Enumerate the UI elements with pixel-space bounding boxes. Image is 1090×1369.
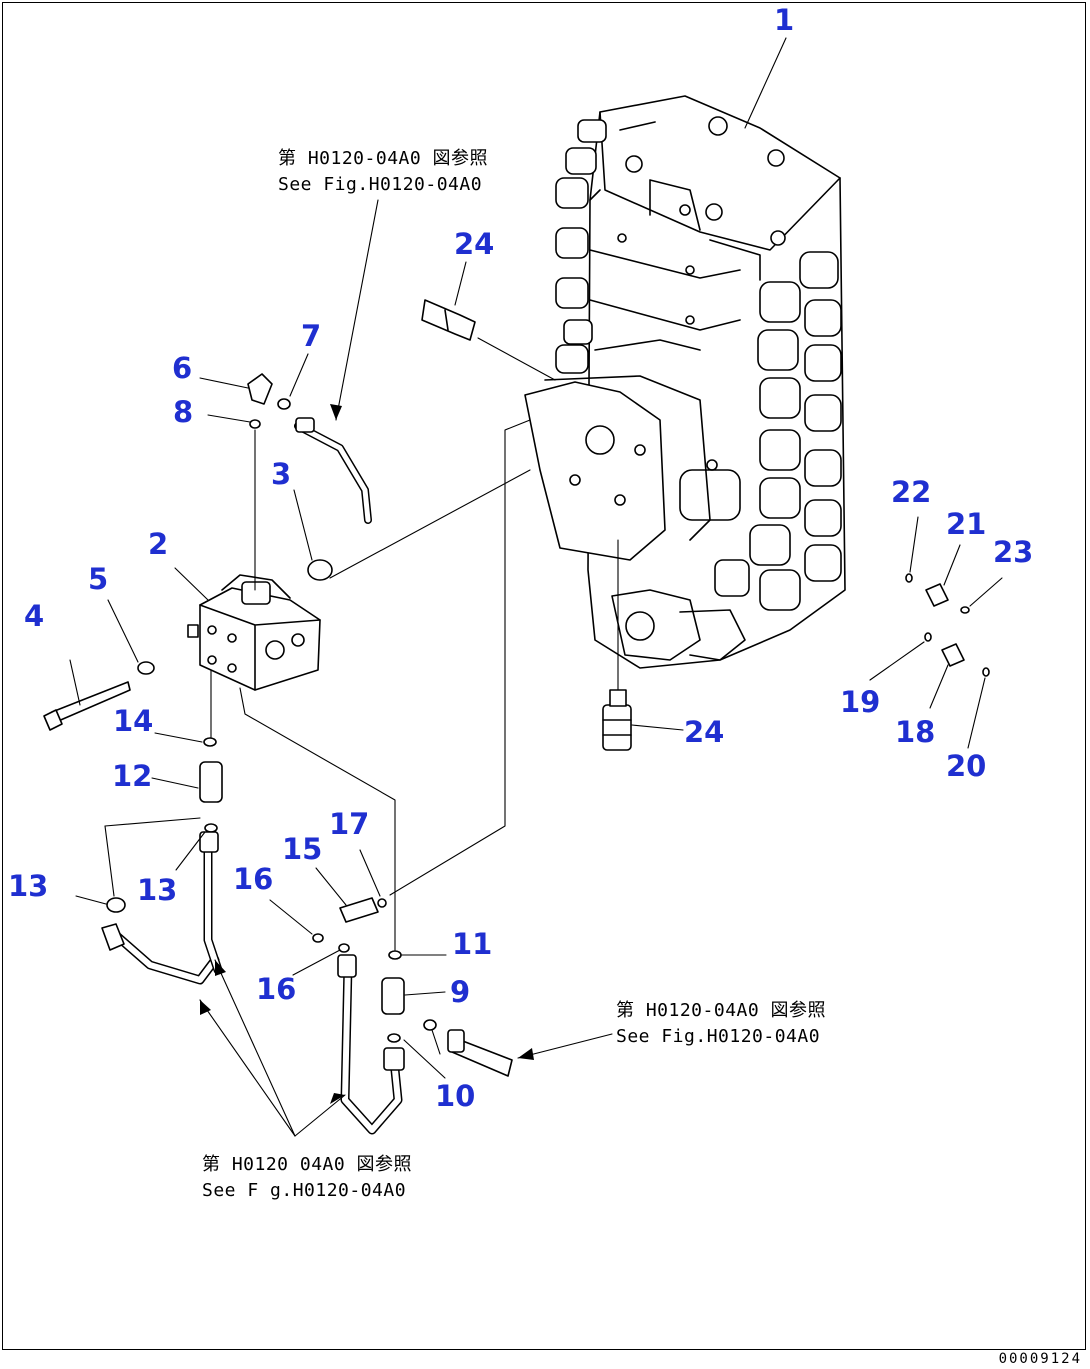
arrow-heads <box>200 404 534 1104</box>
solenoid-block <box>187 574 321 691</box>
washer <box>137 661 155 675</box>
callout-18: 18 <box>895 715 936 749</box>
reference-note-right: 第 H0120-04A0 図参照 See Fig.H0120-04A0 <box>616 998 826 1050</box>
callout-3: 3 <box>271 457 292 491</box>
callout-9: 9 <box>450 975 471 1009</box>
callout-1: 1 <box>774 3 795 37</box>
callout-14: 14 <box>113 704 154 738</box>
pressure-sensor-upper <box>421 299 476 341</box>
callout-4: 4 <box>24 599 45 633</box>
reference-note-bottom-jp: 第 H0120 04A0 図参照 <box>202 1154 413 1175</box>
o-ring-13-left <box>106 897 126 913</box>
plug-18 <box>941 643 965 667</box>
callout-5: 5 <box>88 562 109 596</box>
drawing-number: 00009124 <box>998 1351 1082 1367</box>
sensor-fitting-15 <box>339 897 379 923</box>
upper-hose <box>294 417 372 524</box>
reference-note-top-jp: 第 H0120-04A0 図参照 <box>278 148 489 169</box>
o-ring-16-upper <box>312 933 324 943</box>
reference-note-bottom: 第 H0120 04A0 図参照 See F g.H0120-04A0 <box>202 1152 412 1204</box>
callout-13-left: 13 <box>8 869 49 903</box>
reference-note-top-en: See Fig.H0120-04A0 <box>278 174 483 195</box>
tee-fitting-9 <box>381 977 405 1015</box>
reference-note-bottom-en: See F g.H0120-04A0 <box>202 1180 407 1201</box>
callout-24-upper: 24 <box>454 227 495 261</box>
main-control-valve <box>555 95 846 669</box>
drawing-frame <box>2 2 1086 1350</box>
callout-2: 2 <box>148 527 169 561</box>
o-ring-22 <box>905 573 913 583</box>
bolt <box>43 681 131 731</box>
callout-21: 21 <box>946 507 987 541</box>
o-ring-8 <box>249 419 261 429</box>
o-ring-16-lower <box>338 943 350 953</box>
o-ring-17 <box>377 898 387 908</box>
o-ring-14 <box>203 737 217 747</box>
plug-21 <box>925 583 949 607</box>
callout-10: 10 <box>435 1079 476 1113</box>
callout-22: 22 <box>891 475 932 509</box>
o-ring-23 <box>960 606 970 614</box>
valve-end-block <box>524 375 718 561</box>
o-ring-13-upper <box>204 823 218 833</box>
callout-6: 6 <box>172 351 193 385</box>
callout-11: 11 <box>452 927 493 961</box>
pressure-sensor-lower <box>602 689 632 751</box>
reference-note-right-en: See Fig.H0120-04A0 <box>616 1026 821 1047</box>
fitting-6 <box>247 373 273 405</box>
spool-caps <box>679 251 842 611</box>
callout-19: 19 <box>840 685 881 719</box>
callout-20: 20 <box>946 749 987 783</box>
o-ring-10b <box>423 1019 437 1031</box>
callout-23: 23 <box>993 535 1034 569</box>
o-ring-7 <box>277 398 291 410</box>
o-ring-10a <box>387 1033 401 1043</box>
callout-17: 17 <box>329 807 370 841</box>
callout-13-center: 13 <box>137 873 178 907</box>
o-ring-20 <box>982 667 990 677</box>
reference-note-top: 第 H0120-04A0 図参照 See Fig.H0120-04A0 <box>278 146 488 198</box>
callout-8: 8 <box>173 395 194 429</box>
o-ring-19 <box>924 632 932 642</box>
callout-16-upper: 16 <box>233 862 274 896</box>
callout-24-lower: 24 <box>684 715 725 749</box>
callout-15: 15 <box>282 832 323 866</box>
callout-7: 7 <box>301 319 322 353</box>
reference-note-right-jp: 第 H0120-04A0 図参照 <box>616 1000 827 1021</box>
o-ring-11 <box>388 950 402 960</box>
callout-12: 12 <box>112 759 153 793</box>
o-ring-3 <box>307 559 333 581</box>
adapter-12 <box>199 761 223 803</box>
leader-lines <box>69 37 1003 1137</box>
callout-16-lower: 16 <box>256 972 297 1006</box>
